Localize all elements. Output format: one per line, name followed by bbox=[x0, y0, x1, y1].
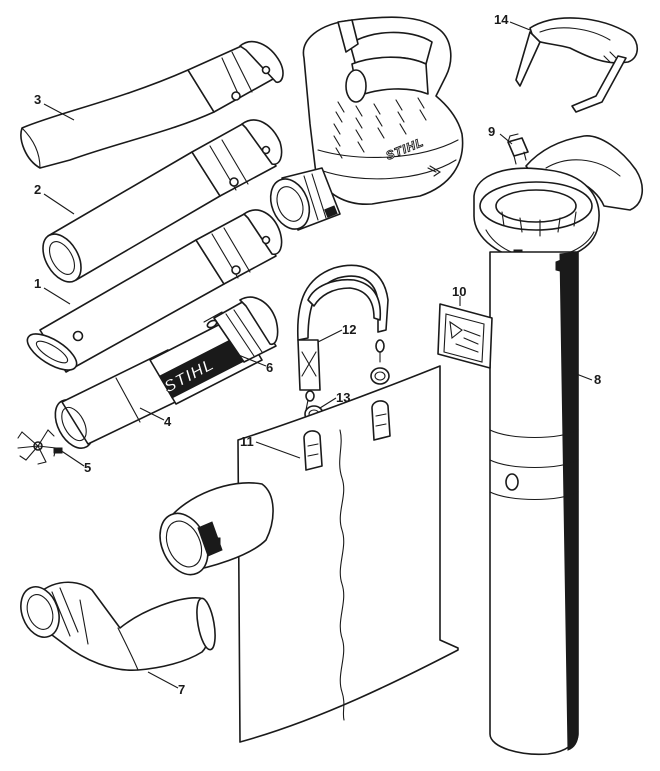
callout-3: 3 bbox=[34, 92, 41, 107]
callout-6: 6 bbox=[266, 360, 273, 375]
part-11-collection-bag bbox=[159, 365, 459, 743]
part-3-flat-nozzle bbox=[20, 40, 284, 169]
part-10-label bbox=[437, 303, 493, 369]
blower-motor-housing: STIHL bbox=[269, 16, 464, 231]
part-2-round-tube bbox=[42, 119, 283, 283]
part-12-shoulder-strap bbox=[296, 264, 389, 411]
callout-8: 8 bbox=[594, 372, 601, 387]
callout-2: 2 bbox=[34, 182, 41, 197]
callout-14: 14 bbox=[494, 12, 509, 27]
callout-5: 5 bbox=[84, 460, 91, 475]
part-1-oval-nozzle bbox=[26, 209, 283, 373]
callout-numbers: 3 2 1 4 5 6 7 8 9 10 11 12 13 14 bbox=[34, 12, 601, 697]
part-8-suction-tube bbox=[473, 135, 643, 756]
part-9-clip bbox=[507, 133, 529, 165]
part-7-elbow bbox=[20, 581, 216, 671]
callout-1: 1 bbox=[34, 276, 41, 291]
callout-11: 11 bbox=[240, 434, 254, 449]
callout-13: 13 bbox=[336, 390, 350, 405]
callout-12: 12 bbox=[342, 322, 356, 337]
leader-lines bbox=[43, 21, 593, 689]
callout-4: 4 bbox=[164, 414, 172, 429]
callout-9: 9 bbox=[488, 124, 495, 139]
part-14-safety-glasses bbox=[515, 17, 639, 113]
part-5-impeller bbox=[17, 429, 63, 465]
callout-7: 7 bbox=[178, 682, 185, 697]
callout-10: 10 bbox=[452, 284, 466, 299]
